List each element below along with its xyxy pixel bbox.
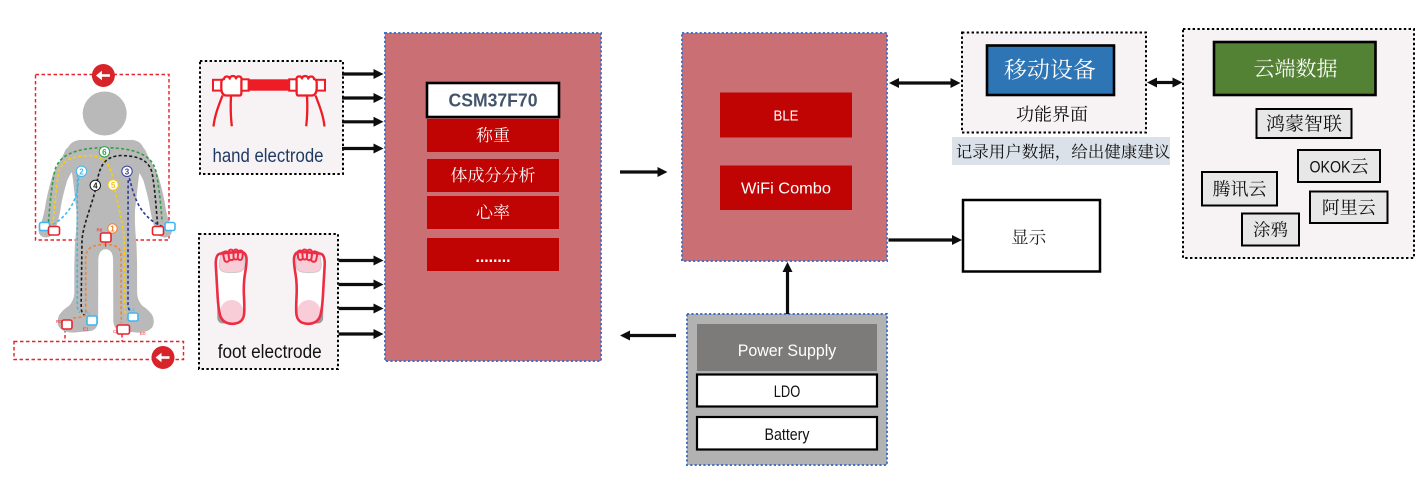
svg-text:........: ........ (476, 247, 511, 266)
svg-text:BLE: BLE (774, 108, 799, 125)
svg-text:6: 6 (102, 148, 107, 157)
svg-text:3: 3 (125, 167, 130, 176)
svg-text:4: 4 (93, 181, 98, 190)
svg-text:LDO: LDO (774, 382, 801, 401)
svg-text:E0: E0 (140, 331, 146, 336)
svg-text:OKOK: OKOK (1310, 157, 1352, 176)
svg-text:C1: C1 (113, 329, 119, 334)
svg-text:R8: R8 (97, 228, 103, 233)
svg-text:hand electrode: hand electrode (213, 146, 324, 167)
svg-text:CSM37F70: CSM37F70 (449, 90, 538, 111)
svg-text:1: 1 (110, 225, 115, 234)
svg-text:WiFi Combo: WiFi Combo (741, 181, 831, 198)
svg-text:E1: E1 (83, 327, 89, 332)
svg-text:L1: L1 (130, 307, 136, 312)
svg-text:R0: R0 (56, 319, 62, 324)
svg-text:Battery: Battery (765, 425, 810, 444)
svg-text:Power Supply: Power Supply (738, 341, 837, 360)
svg-text:2: 2 (79, 167, 84, 176)
svg-text:R1: R1 (85, 311, 91, 316)
svg-text:5: 5 (111, 181, 116, 190)
svg-text:foot electrode: foot electrode (218, 342, 322, 363)
